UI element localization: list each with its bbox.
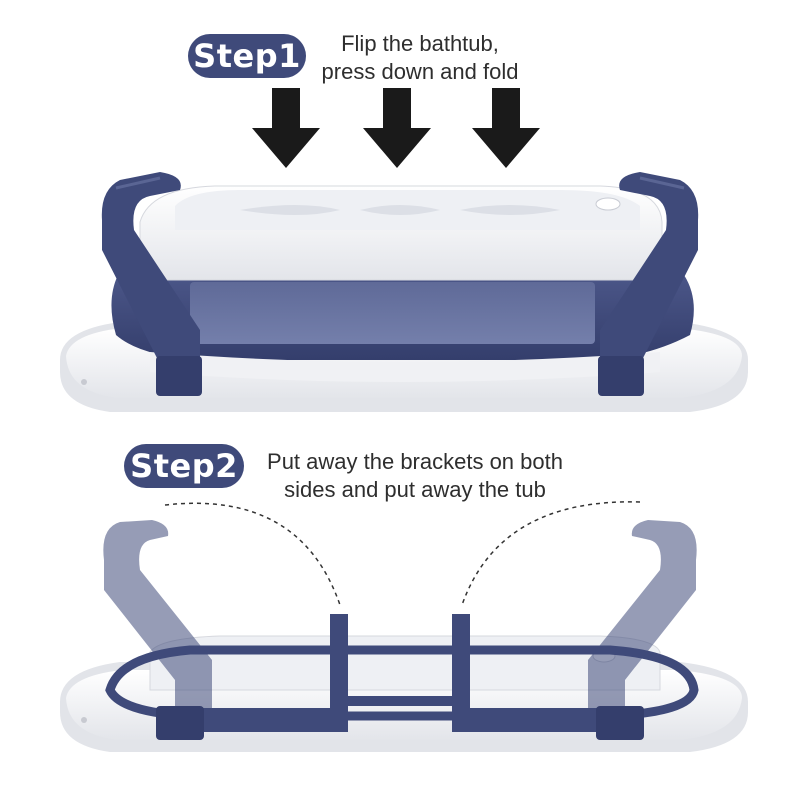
dashed-arc-icon [461,501,641,606]
bathtub-step1 [60,172,748,412]
step1-caption-line1: Flip the bathtub, [341,31,499,56]
down-arrow-icon [472,88,540,168]
step2-badge: Step2 [124,444,244,488]
down-arrow-icon [363,88,431,168]
step2-caption-line2: sides and put away the tub [284,477,546,502]
step1-caption-line2: press down and fold [321,59,519,84]
step2-caption-line1: Put away the brackets on both [267,449,563,474]
step2-caption: Put away the brackets on both sides and … [250,448,580,504]
step1-badge: Step1 [188,34,306,78]
dashed-arc-icon [164,502,341,606]
bathtub-step2 [60,520,748,752]
step1-caption: Flip the bathtub, press down and fold [300,30,540,86]
down-arrow-icon [252,88,320,168]
